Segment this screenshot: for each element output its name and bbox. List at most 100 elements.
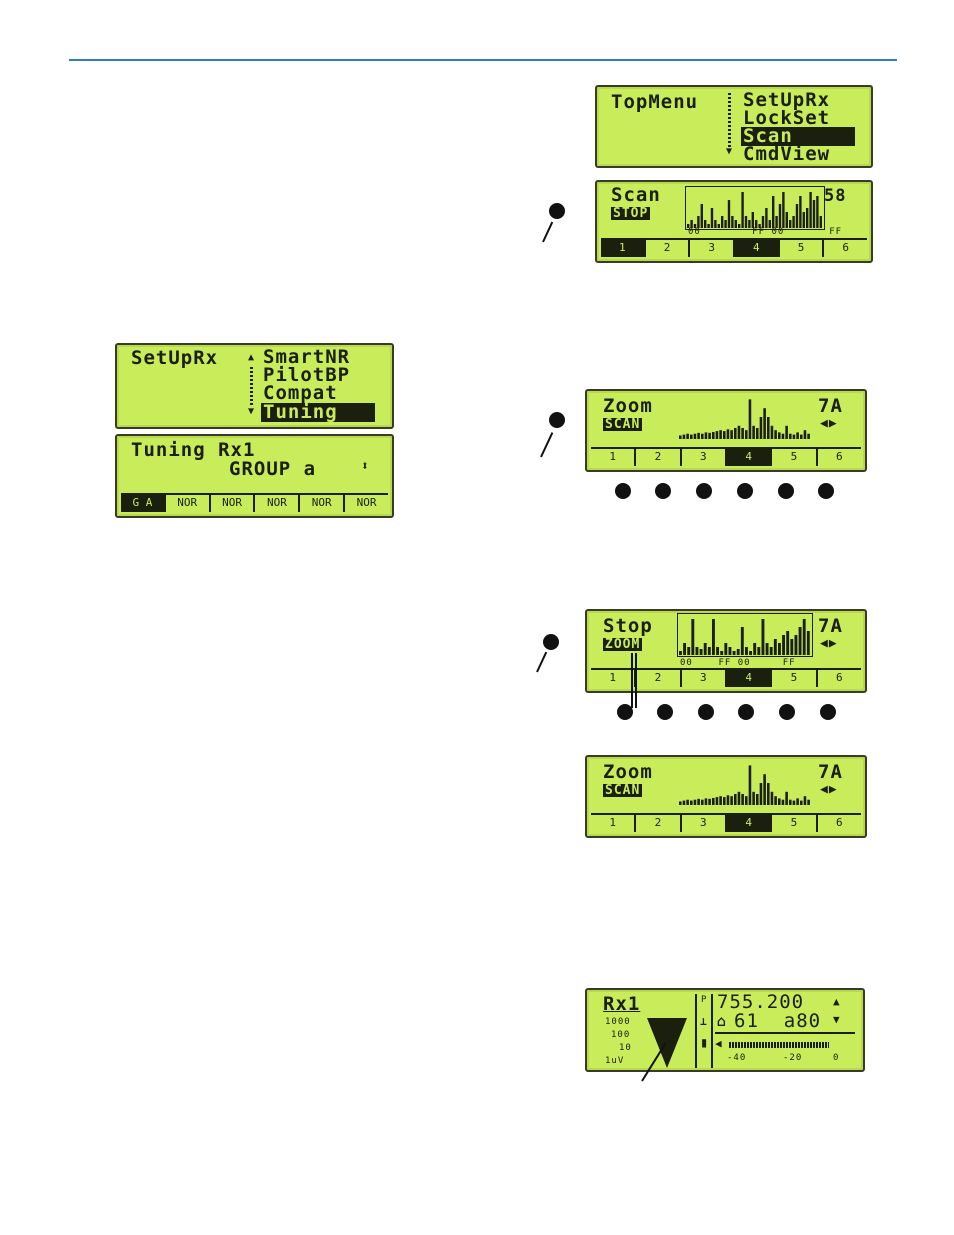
antenna-icon: ⊥ (700, 1015, 708, 1028)
stop-tab-5[interactable]: 5 (770, 670, 815, 687)
stop-tab-1[interactable]: 1 (609, 671, 616, 684)
spectrum-bar (745, 647, 748, 655)
spectrum-bar (693, 799, 697, 805)
scan-tab-4[interactable]: 4 (733, 240, 778, 257)
rx-divider (695, 994, 697, 1068)
button-dot-2[interactable] (657, 704, 673, 720)
setup-item-tuning[interactable]: Tuning (261, 403, 375, 422)
spectrum-bar (785, 212, 788, 228)
spectrum-bar (798, 627, 802, 655)
scan-stop-badge[interactable]: STOP (611, 206, 651, 221)
spectrum-bar (792, 216, 795, 228)
freq-up-icon[interactable]: ▲ (833, 995, 841, 1008)
button-dot-6[interactable] (820, 704, 836, 720)
button-dot-3[interactable] (696, 483, 712, 499)
setup-item-compat[interactable]: Compat (263, 382, 338, 404)
scan-spectrum (685, 186, 825, 230)
updown-arrows-icon[interactable]: ⬍ (361, 459, 370, 474)
menu-item-scan[interactable]: Scan (741, 127, 855, 146)
zoom2-tab-5[interactable]: 5 (770, 815, 815, 832)
tuning-tab-5[interactable]: NOR (298, 495, 343, 512)
stop-tab-3[interactable]: 3 (679, 670, 725, 687)
spectrum-bar (679, 801, 682, 805)
button-dot-5[interactable] (779, 704, 795, 720)
scan-tab-1[interactable]: 1 (601, 240, 644, 257)
zoom1-tab-1[interactable]: 1 (609, 450, 616, 463)
spectrum-bar (745, 430, 748, 439)
tuning-tab-4[interactable]: NOR (253, 495, 298, 512)
zoom2-tab-1[interactable]: 1 (609, 816, 616, 829)
spectrum-bar (703, 643, 707, 655)
menu-item-setuprx[interactable]: SetUpRx (743, 89, 831, 111)
zoom-scan-badge[interactable]: SCAN (603, 417, 643, 432)
spectrum-bar (748, 399, 752, 439)
zoom1-tab-2[interactable]: 2 (634, 449, 679, 466)
button-dot-3[interactable] (698, 704, 714, 720)
setup-item-smartnr[interactable]: SmartNR (263, 346, 351, 368)
button-dot-1[interactable] (617, 704, 633, 720)
scan-tab-2[interactable]: 2 (643, 240, 689, 257)
spectrum-bar (807, 433, 810, 439)
tuning-tab-1[interactable]: G A (121, 495, 164, 512)
spectrum-bar (690, 434, 693, 439)
stop-tab-4[interactable]: 4 (724, 670, 771, 687)
zoom1-tab-4[interactable]: 4 (724, 449, 771, 466)
scan-tab-6[interactable]: 6 (822, 240, 867, 257)
spectrum-bar (778, 432, 781, 439)
setup-title: SetUpRx (131, 347, 219, 369)
zoom1-tab-6[interactable]: 6 (815, 449, 861, 466)
spectrum-bar (789, 220, 792, 228)
tuning-tab-6[interactable]: NOR (343, 495, 388, 512)
spectrum-bar (683, 643, 687, 655)
zoom2-tab-3[interactable]: 3 (679, 815, 725, 832)
scan-screen: Scan STOP 58 00 FF 00 FF 1 2 3 4 5 6 (595, 180, 873, 263)
stop-tab-6[interactable]: 6 (815, 670, 861, 687)
scan-tab-3[interactable]: 3 (688, 240, 733, 257)
menu-item-lockset[interactable]: LockSet (743, 107, 831, 129)
button-dot-4[interactable] (737, 483, 753, 499)
left-right-arrows-icon[interactable]: ◀▶ (820, 636, 838, 651)
scroll-down-icon: ▼ (248, 406, 256, 417)
tuning-tab-3[interactable]: NOR (208, 495, 254, 512)
freq-down-icon[interactable]: ▼ (833, 1013, 841, 1026)
spectrum-bar (719, 796, 722, 805)
rx-frequency: 755.200 (717, 991, 805, 1013)
zoom1-tab-3[interactable]: 3 (679, 449, 725, 466)
stop-tab-2[interactable]: 2 (634, 670, 679, 687)
spectrum-bar (712, 797, 715, 805)
zoom2-scan-badge[interactable]: SCAN (603, 783, 643, 798)
zoom2-tab-4[interactable]: 4 (724, 815, 771, 832)
left-right-arrows-icon[interactable]: ◀▶ (820, 782, 838, 797)
menu-item-cmdview[interactable]: CmdView (743, 143, 831, 165)
spectrum-bar (778, 204, 782, 228)
zoom-title: Zoom (603, 395, 653, 417)
spectrum-bar (796, 798, 799, 805)
spectrum-bar (774, 796, 777, 805)
spectrum-bar (775, 216, 778, 228)
zoom1-tab-5[interactable]: 5 (770, 449, 815, 466)
spectrum-bar (795, 204, 799, 228)
button-dot-1[interactable] (615, 483, 631, 499)
setup-item-pilotbp[interactable]: PilotBP (263, 364, 351, 386)
spectrum-bar (686, 799, 689, 805)
button-dot-4[interactable] (738, 704, 754, 720)
spectrum-bar (756, 794, 759, 805)
spectrum-bar (803, 796, 807, 805)
scan-tab-5[interactable]: 5 (777, 240, 823, 257)
spectrum-bar (756, 428, 759, 439)
button-dot-2[interactable] (655, 483, 671, 499)
spectrum-bar (781, 433, 785, 439)
button-dot-5[interactable] (778, 483, 794, 499)
spectrum-bar (761, 619, 765, 655)
tuning-tab-2[interactable]: NOR (163, 495, 209, 512)
zoom-screen-1: Zoom SCAN 7A ◀▶ 1 2 3 4 5 6 (585, 389, 867, 472)
left-right-arrows-icon[interactable]: ◀▶ (820, 416, 838, 431)
spectrum-bar (796, 432, 799, 439)
spectrum-bar (745, 796, 748, 805)
zoom2-tab-6[interactable]: 6 (815, 815, 861, 832)
button-dot-6[interactable] (818, 483, 834, 499)
zoom2-tab-2[interactable]: 2 (634, 815, 679, 832)
spectrum-bar (691, 619, 695, 655)
spectrum-bar (690, 220, 693, 228)
stop-zoom-badge[interactable]: ZOOM (603, 637, 643, 652)
